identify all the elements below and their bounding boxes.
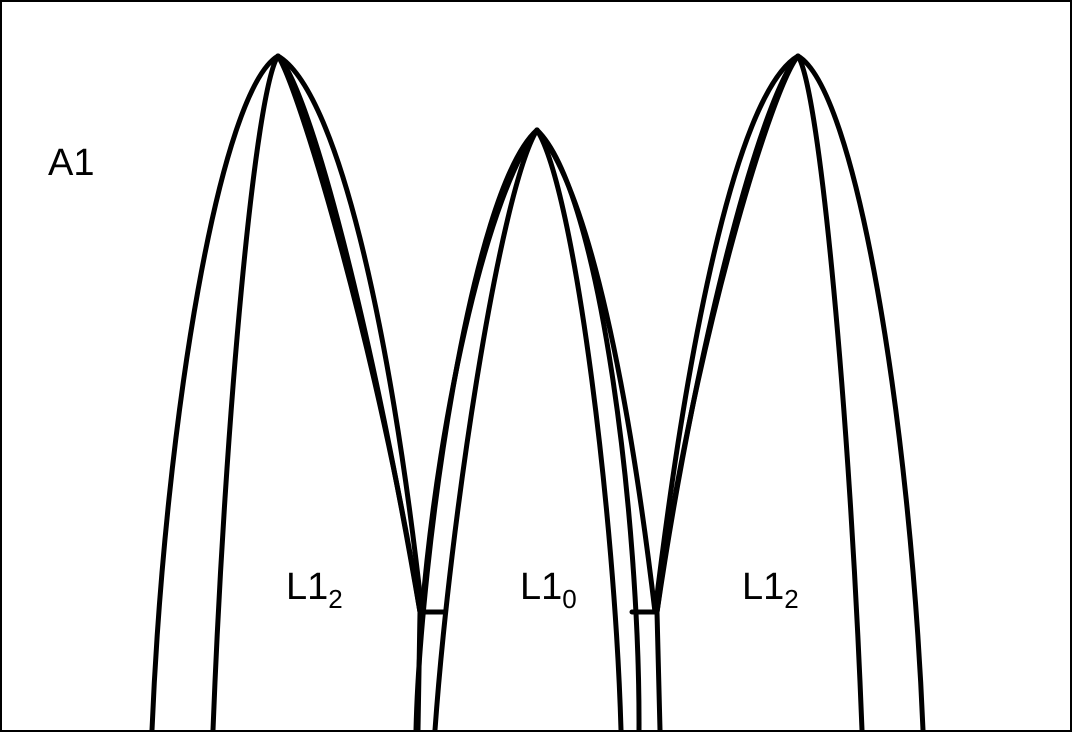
phase-label-left-sub: 2 xyxy=(328,584,343,614)
phase-label-left: L12 xyxy=(286,566,343,612)
middle-dome-right-branch xyxy=(534,127,658,615)
middle-dome-inner-boundary xyxy=(432,127,624,732)
middle-dome-left-branch xyxy=(419,127,540,615)
middle-dome-outer-boundary xyxy=(413,127,642,732)
right-tie-drop xyxy=(654,609,663,732)
phase-label-right-main: L1 xyxy=(742,566,785,608)
right-dome-middle-boundary xyxy=(654,53,801,615)
left-tie-drop xyxy=(415,609,423,732)
region-label-a1: A1 xyxy=(48,142,95,184)
left-dome-outer-boundary xyxy=(149,53,425,732)
phase-label-right: L12 xyxy=(742,566,799,612)
phase-label-right-sub: 2 xyxy=(784,584,799,614)
phase-label-middle-sub: 0 xyxy=(562,584,577,614)
phase-label-left-main: L1 xyxy=(286,566,329,608)
left-dome-middle-boundary xyxy=(275,53,423,615)
phase-label-middle-main: L1 xyxy=(520,566,563,608)
phase-label-middle: L10 xyxy=(520,566,577,612)
